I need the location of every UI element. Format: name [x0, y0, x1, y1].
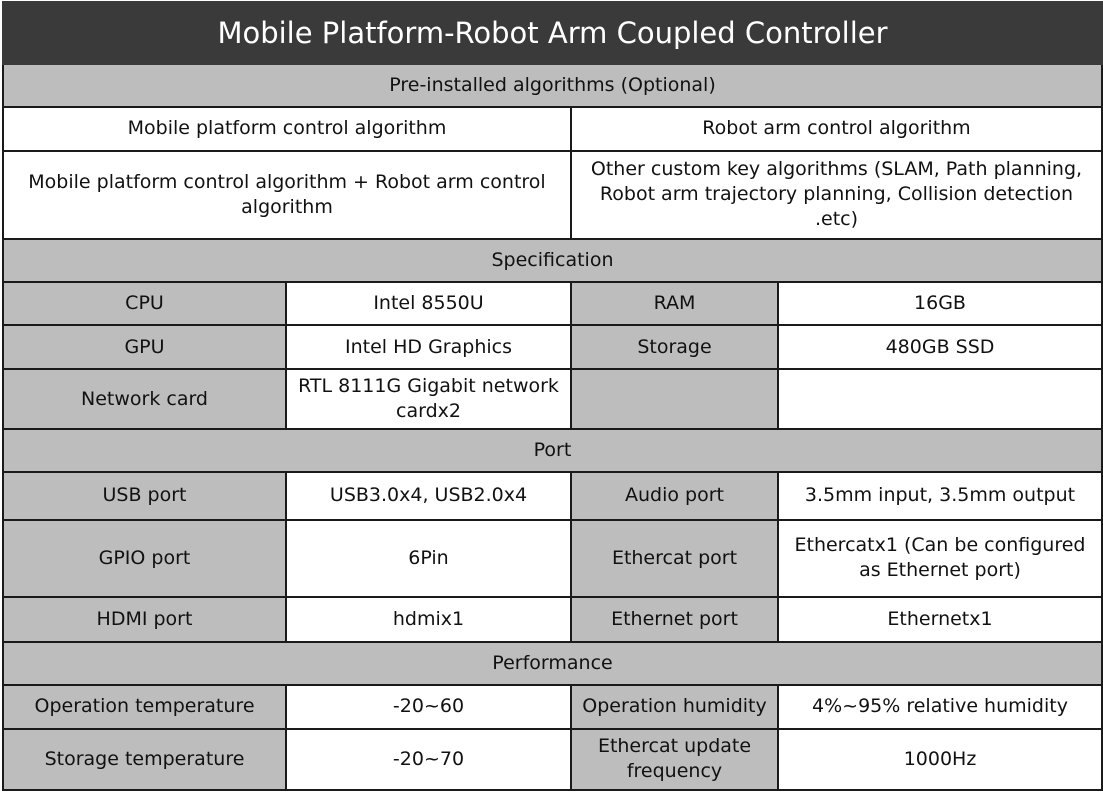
performance-label: Operation humidity	[570, 683, 779, 730]
algorithm-item: Mobile platform control algorithm	[2, 105, 572, 152]
performance-value: 1000Hz	[777, 727, 1103, 792]
performance-label: Ethercat update frequency	[570, 727, 779, 792]
port-value: hdmix1	[285, 595, 572, 644]
spec-value: RTL 8111G Gigabit network cardx2	[285, 367, 572, 431]
spec-label: Storage	[570, 324, 779, 370]
table-row: CPU Intel 8550U RAM 16GB	[2, 280, 1103, 327]
performance-value: 4%~95% relative humidity	[777, 683, 1103, 730]
algorithm-item: Mobile platform control algorithm + Robo…	[2, 149, 572, 240]
section-header-algorithms: Pre-installed algorithms (Optional)	[2, 63, 1103, 108]
port-value: Ethercatx1 (Can be configured as Etherne…	[777, 518, 1103, 598]
table-row: HDMI port hdmix1 Ethernet port Ethernetx…	[2, 595, 1103, 644]
port-label: Audio port	[570, 470, 779, 521]
table-row: Network card RTL 8111G Gigabit network c…	[2, 367, 1103, 431]
port-label: HDMI port	[2, 595, 287, 644]
performance-value: -20~60	[285, 683, 572, 730]
port-value: 3.5mm input, 3.5mm output	[777, 470, 1103, 521]
table-row: GPU Intel HD Graphics Storage 480GB SSD	[2, 324, 1103, 370]
performance-value: -20~70	[285, 727, 572, 792]
table-row: GPIO port 6Pin Ethercat port Ethercatx1 …	[2, 518, 1103, 598]
spec-label: RAM	[570, 280, 779, 327]
spec-value: Intel 8550U	[285, 280, 572, 327]
spec-value	[777, 367, 1103, 431]
port-value: USB3.0x4, USB2.0x4	[285, 470, 572, 521]
port-label: Ethernet port	[570, 595, 779, 644]
port-label: Ethercat port	[570, 518, 779, 598]
port-label: USB port	[2, 470, 287, 521]
performance-label: Storage temperature	[2, 727, 287, 792]
spec-label: GPU	[2, 324, 287, 370]
port-label: GPIO port	[2, 518, 287, 598]
table-row: Operation temperature -20~60 Operation h…	[2, 683, 1103, 730]
table-title: Mobile Platform-Robot Arm Coupled Contro…	[2, 0, 1103, 66]
spec-value: 16GB	[777, 280, 1103, 327]
spec-label: CPU	[2, 280, 287, 327]
algorithm-item: Other custom key algorithms (SLAM, Path …	[570, 149, 1103, 240]
spec-value: 480GB SSD	[777, 324, 1103, 370]
spec-label: Network card	[2, 367, 287, 431]
table-row: USB port USB3.0x4, USB2.0x4 Audio port 3…	[2, 470, 1103, 521]
port-value: 6Pin	[285, 518, 572, 598]
port-value: Ethernetx1	[777, 595, 1103, 644]
algorithm-item: Robot arm control algorithm	[570, 105, 1103, 152]
section-header-port: Port	[2, 428, 1103, 473]
spec-label	[570, 367, 779, 431]
performance-label: Operation temperature	[2, 683, 287, 730]
table-row: Storage temperature -20~70 Ethercat upda…	[2, 727, 1103, 792]
spec-value: Intel HD Graphics	[285, 324, 572, 370]
section-header-specification: Specification	[2, 237, 1103, 283]
section-header-performance: Performance	[2, 641, 1103, 686]
